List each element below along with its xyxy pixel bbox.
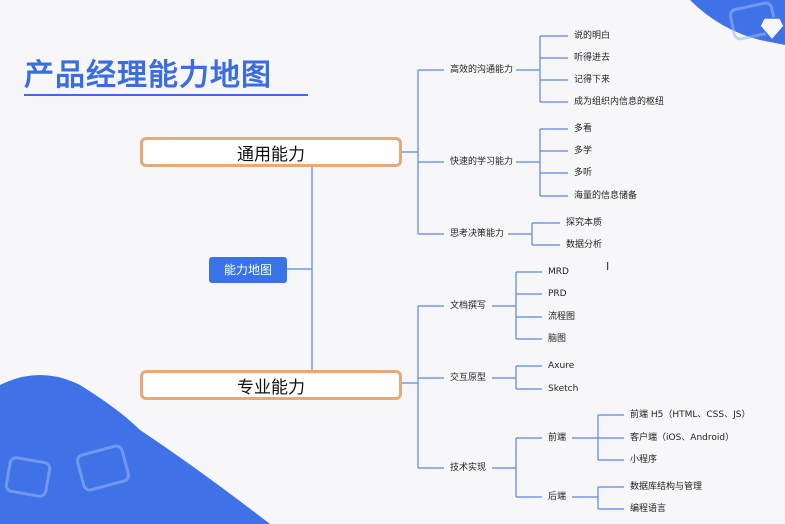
sub-branch-frontend: 前端 xyxy=(548,433,567,443)
leaf-item: 流程图 xyxy=(548,312,576,322)
sub-branch-backend: 后端 xyxy=(548,492,567,502)
leaf-item: 小程序 xyxy=(630,455,658,465)
leaf-item: 多学 xyxy=(574,146,593,156)
branch-communication: 高效的沟通能力 xyxy=(450,65,514,75)
title-underline xyxy=(24,94,308,96)
branch-tech: 技术实现 xyxy=(450,463,487,473)
leaf-item: 说的明白 xyxy=(574,31,611,41)
branch-learning: 快速的学习能力 xyxy=(450,157,514,167)
leaf-item: 海量的信息储备 xyxy=(574,191,638,201)
diamond-icon xyxy=(759,17,785,42)
leaf-item: 记得下来 xyxy=(574,75,611,85)
general-ability-box: 通用能力 xyxy=(140,137,402,167)
text-cursor-icon: I xyxy=(606,260,610,273)
doc-bracket xyxy=(492,271,542,340)
frontend-bracket xyxy=(572,414,624,461)
root-node: 能力地图 xyxy=(209,257,287,283)
leaf-item: 客户端（iOS、Android） xyxy=(630,433,735,443)
branch-prototyping: 交互原型 xyxy=(450,373,487,383)
page-title: 产品经理能力地图 xyxy=(24,58,272,93)
leaf-item: MRD xyxy=(548,267,569,277)
general-bracket xyxy=(402,69,444,235)
leaf-item: Sketch xyxy=(548,384,579,394)
leaf-item: 数据库结构与管理 xyxy=(630,482,703,492)
leaf-item: 探究本质 xyxy=(566,218,603,228)
bottom-left-blob xyxy=(0,375,270,524)
leaf-item: PRD xyxy=(548,289,567,299)
professional-ability-box: 专业能力 xyxy=(140,370,402,400)
leaf-item: 数据分析 xyxy=(566,240,603,250)
pro-bracket xyxy=(402,305,444,469)
proto-bracket xyxy=(492,365,542,390)
leaf-item: 多看 xyxy=(574,124,593,134)
leaf-item: 编程语言 xyxy=(630,504,667,514)
leaf-item: Axure xyxy=(548,361,575,371)
leaf-item: 多听 xyxy=(574,168,593,178)
think-bracket xyxy=(508,222,560,246)
job-badge-icon xyxy=(4,1,778,498)
leaf-item: 前端 H5（HTML、CSS、JS） xyxy=(630,410,751,420)
leaf-item: 听得进去 xyxy=(574,53,611,63)
branch-documentation: 文档撰写 xyxy=(450,301,487,311)
leaf-item: 成为组织内信息的枢纽 xyxy=(574,97,665,107)
leaf-item: 脑图 xyxy=(548,334,567,344)
branch-decision: 思考决策能力 xyxy=(450,229,505,239)
tech-bracket xyxy=(492,437,542,498)
learn-bracket xyxy=(516,128,568,197)
backend-bracket xyxy=(572,486,624,510)
comm-bracket xyxy=(516,35,568,103)
